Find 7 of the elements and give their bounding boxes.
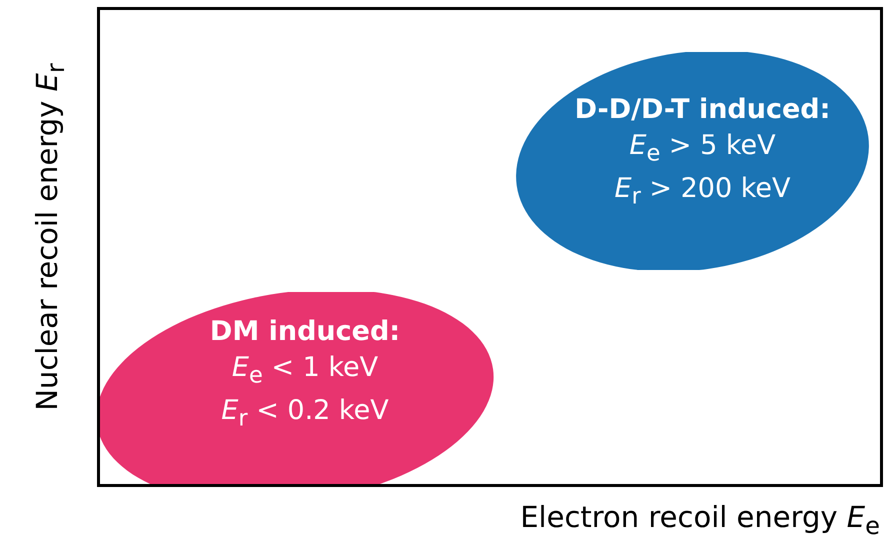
- energy-condition: E$_{e}$ > 5 keV: [629, 128, 776, 168]
- region-heading: D-D/D-T induced:: [574, 92, 830, 127]
- energy-condition: E$_{r}$ < 0.2 keV: [221, 394, 389, 434]
- axis-title: Electron recoil energy E$_{e}$: [520, 500, 880, 540]
- energy-condition: E$_{r}$ > 200 keV: [614, 172, 790, 212]
- energy-condition: E$_{e}$ < 1 keV: [232, 350, 378, 390]
- region-heading: DM induced:: [210, 314, 400, 349]
